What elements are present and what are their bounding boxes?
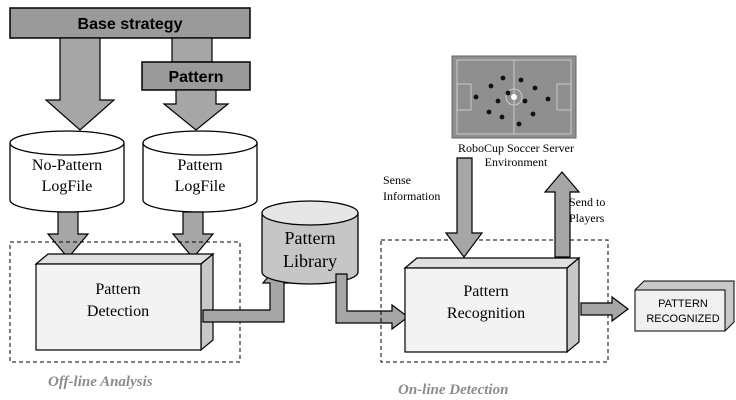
- arrow-sense-information: [444, 157, 484, 258]
- pattern-block: Pattern: [141, 61, 251, 91]
- base-strategy-block: Base strategy: [9, 7, 251, 39]
- arrow-pattern-to-logfile: [162, 89, 230, 131]
- pattern-detection-box: Pattern Detection: [34, 252, 215, 352]
- online-detection-label: On-line Detection: [398, 382, 508, 398]
- robocup-label-line1: RoboCup Soccer Server: [458, 141, 574, 155]
- no-pattern-logfile-line2: LogFile: [42, 178, 93, 195]
- arrow-send-to-players: [543, 171, 581, 258]
- pattern-logfile-line1: Pattern: [177, 157, 222, 174]
- soccer-field-image: [451, 55, 577, 139]
- sense-information-line2: Information: [383, 189, 440, 203]
- offline-analysis-region: [9, 241, 241, 363]
- pattern-logfile-line2: LogFile: [175, 178, 226, 195]
- pattern-library-line1: Pattern: [285, 228, 336, 248]
- online-detection-region: [380, 239, 609, 363]
- arrow-base-to-nopattern: [44, 37, 116, 131]
- pattern-recognition-line2: Recognition: [447, 305, 525, 322]
- pattern-label: Pattern: [168, 69, 223, 86]
- pattern-recognized-line2: RECOGNIZED: [646, 313, 719, 325]
- pattern-recognized-output: PATTERN RECOGNIZED: [634, 280, 735, 332]
- pattern-recognition-line1: Pattern: [463, 283, 508, 300]
- sense-information-line1: Sense: [383, 173, 411, 187]
- offline-analysis-label: Off-line Analysis: [48, 374, 153, 390]
- send-to-players-line1: Send to: [569, 195, 605, 209]
- arrow-patternlog-to-detection: [171, 211, 215, 259]
- send-to-players-line2: Players: [569, 211, 605, 225]
- arrow-library-to-recognition: [335, 273, 409, 331]
- arrow-nopattern-to-detection: [46, 211, 90, 259]
- pattern-detection-line2: Detection: [87, 303, 149, 320]
- robocup-label-line2: Environment: [485, 155, 548, 169]
- arrow-base-to-pattern-block: [171, 37, 213, 63]
- pattern-library-line2: Library: [283, 251, 337, 271]
- pattern-recognized-line1: PATTERN: [658, 298, 708, 310]
- no-pattern-logfile-db: No-Pattern LogFile: [9, 130, 125, 213]
- pattern-logfile-db: Pattern LogFile: [142, 130, 258, 213]
- arrow-recognition-to-output: [580, 295, 629, 323]
- pattern-recognition-box: Pattern Recognition: [403, 256, 581, 354]
- base-strategy-label: Base strategy: [78, 16, 183, 33]
- pattern-library-db: Pattern Library: [261, 200, 359, 285]
- no-pattern-logfile-line1: No-Pattern: [32, 157, 102, 174]
- pattern-detection-line1: Pattern: [95, 281, 140, 298]
